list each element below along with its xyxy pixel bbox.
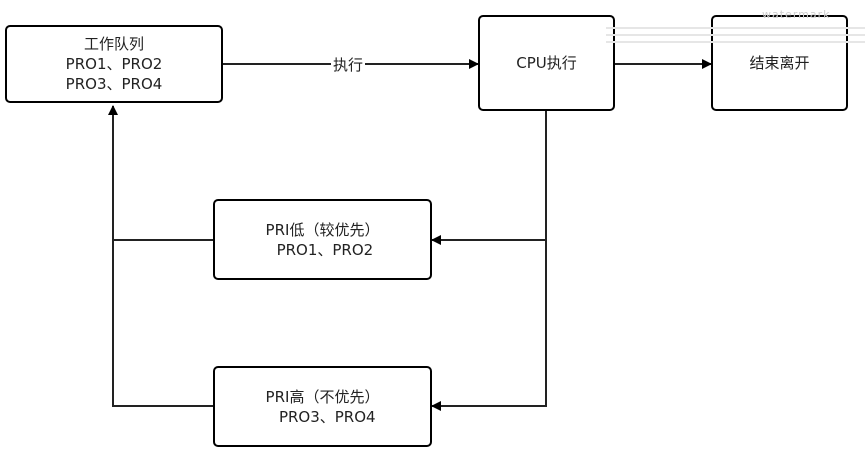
- node-cpu-execute-label: CPU执行: [516, 54, 577, 72]
- edge-label-execute: 执行: [331, 56, 366, 74]
- node-pri-high-line-2: PRO3、PRO4: [269, 407, 376, 426]
- node-work-queue-line-2: PRO1、PRO2: [65, 55, 163, 73]
- node-pri-high-line-1: PRI高（不优先）: [265, 387, 380, 406]
- node-pri-low-line-1: PRI低（较优先）: [265, 220, 380, 239]
- node-pri-high: PRI高（不优先） PRO3、PRO4: [213, 366, 432, 447]
- node-work-queue-line-3: PRO3、PRO4: [65, 75, 163, 93]
- node-cpu-execute: CPU执行: [478, 15, 615, 111]
- node-work-queue-line-1: 工作队列: [83, 35, 144, 53]
- node-finish-leave: 结束离开: [711, 15, 848, 111]
- node-finish-leave-label: 结束离开: [749, 54, 810, 72]
- watermark-stripe-2: [606, 34, 865, 36]
- node-pri-low-line-2: PRO1、PRO2: [271, 240, 374, 259]
- watermark-stripe-1: [606, 27, 865, 29]
- watermark-stripe-3: [606, 41, 865, 43]
- node-work-queue: 工作队列 PRO1、PRO2 PRO3、PRO4: [5, 25, 223, 103]
- node-pri-low: PRI低（较优先） PRO1、PRO2: [213, 199, 432, 280]
- watermark-text: watermark: [762, 8, 831, 21]
